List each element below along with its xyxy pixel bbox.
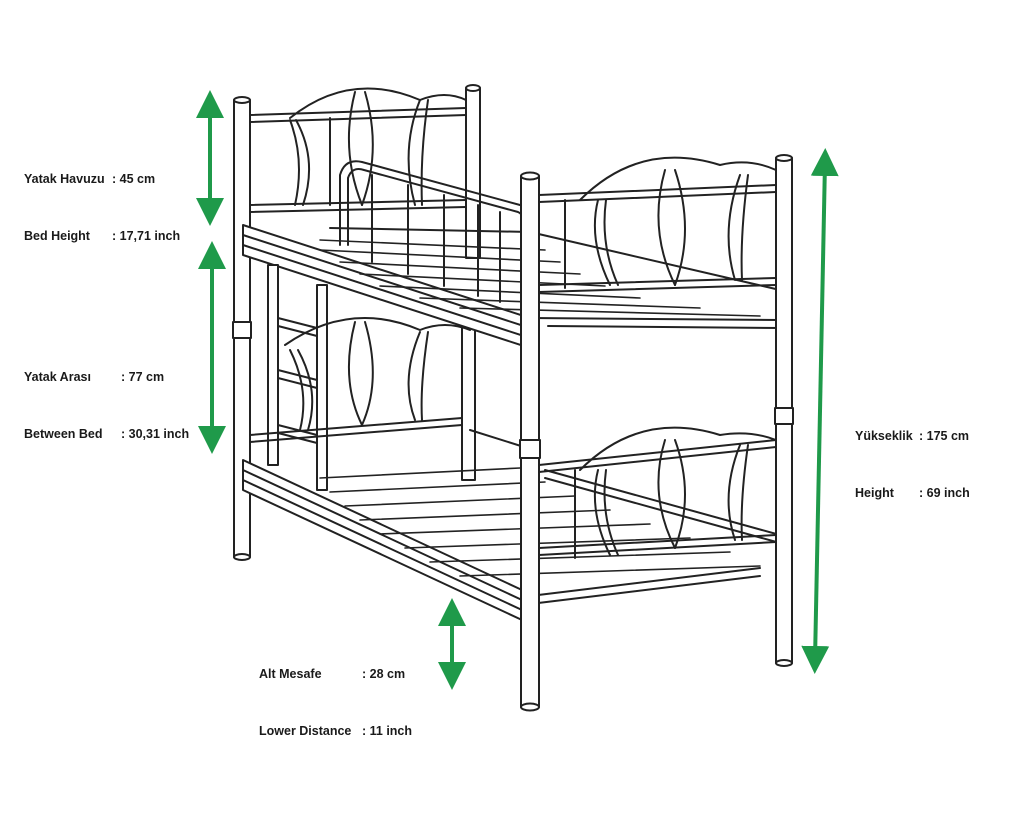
ladder	[267, 264, 328, 491]
between-bed-label: Yatak Arası: 77 cm Between Bed: 30,31 in…	[24, 330, 189, 463]
lower-front-footboard	[538, 426, 777, 559]
lower-back-headboard	[249, 317, 471, 443]
lower-distance-label: Alt Mesafe: 28 cm Lower Distance: 11 inc…	[259, 627, 412, 760]
lower-distance-tr: Alt Mesafe: 28 cm	[259, 667, 406, 681]
lower-slats	[319, 467, 761, 577]
height-tr: Yükseklik: 175 cm	[855, 429, 970, 443]
height-label: Yükseklik: 175 cm Height: 69 inch	[855, 389, 970, 522]
bed-height-label: Yatak Havuzu: 45 cm Bed Height: 17,71 in…	[24, 132, 180, 265]
safety-rail	[339, 160, 533, 303]
back-left-post	[232, 96, 252, 561]
front-left-post	[519, 171, 541, 712]
height-en: Height: 69 inch	[855, 486, 970, 500]
between-bed-tr: Yatak Arası: 77 cm	[24, 370, 165, 384]
back-right-post	[461, 84, 481, 481]
bed-height-en: Bed Height: 17,71 inch	[24, 229, 181, 243]
dimension-arrows	[196, 90, 839, 690]
upper-back-headboard	[249, 87, 467, 213]
between-bed-en: Between Bed: 30,31 inch	[24, 427, 190, 441]
front-right-post	[774, 154, 794, 667]
upper-front-footboard	[538, 156, 777, 293]
lower-distance-en: Lower Distance: 11 inch	[259, 724, 413, 738]
height-arrow	[801, 148, 839, 674]
bed-height-tr: Yatak Havuzu: 45 cm	[24, 172, 156, 186]
bed-frame	[232, 84, 794, 712]
